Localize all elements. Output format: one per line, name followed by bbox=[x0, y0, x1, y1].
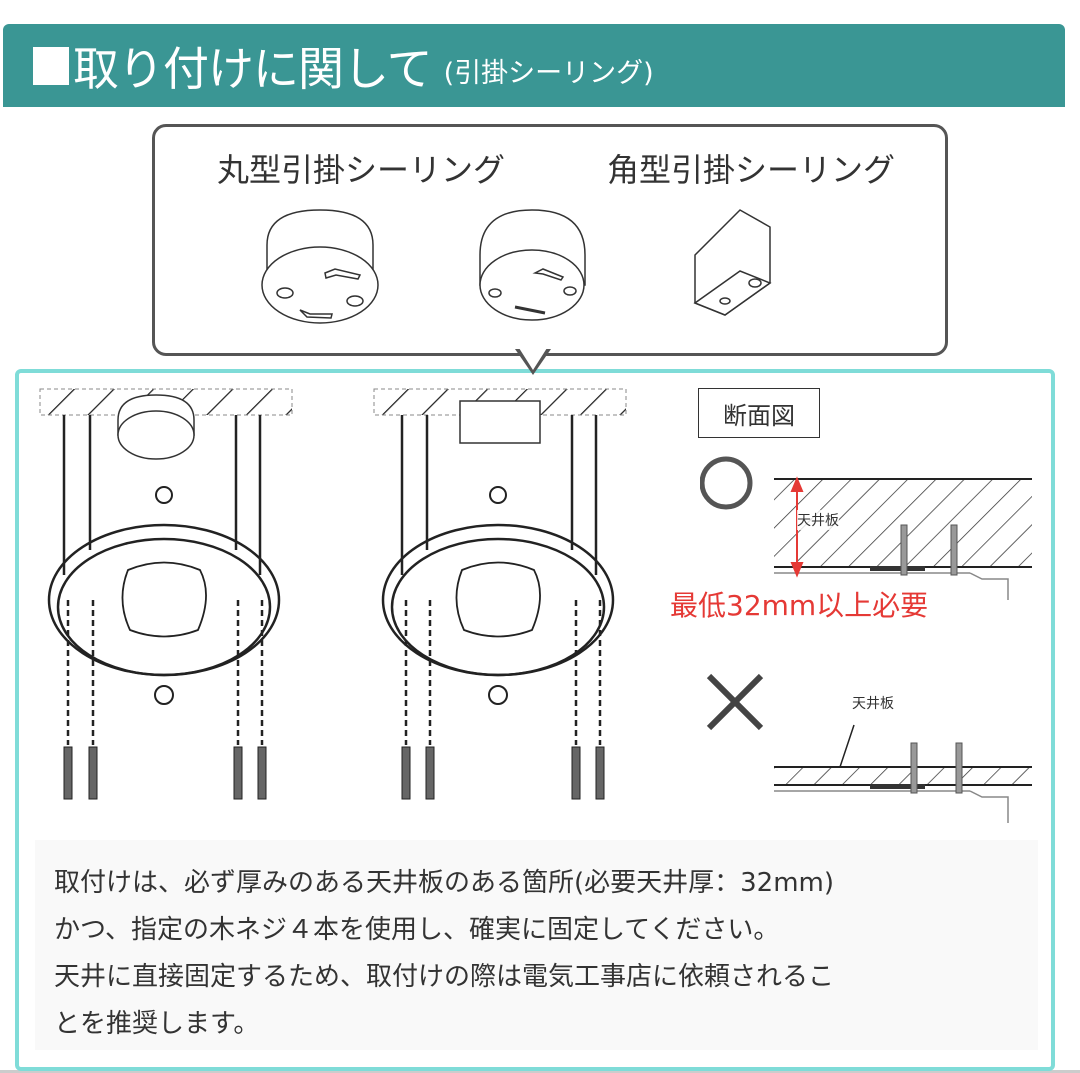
round-ceiling-install-diagram bbox=[39, 388, 293, 800]
note-line-4: とを推奨します。 bbox=[54, 1009, 260, 1039]
ok-circle-icon bbox=[700, 456, 753, 510]
round-ceiling-icon bbox=[479, 209, 586, 321]
header-subtitle: (引掛シーリング) bbox=[443, 58, 654, 89]
header-title: 取り付けに関して bbox=[73, 41, 433, 96]
round-ceiling-label: 丸型引掛シーリング bbox=[217, 151, 506, 189]
ceiling-board-label-ng: 天井板 bbox=[852, 696, 894, 712]
note-line-3: 天井に直接固定するため、取付けの際は電気工事店に依頼されるこ bbox=[54, 962, 835, 992]
note-line-2: かつ、指定の木ネジ４本を使用し、確実に固定してください。 bbox=[54, 915, 780, 945]
ng-cross-icon bbox=[706, 673, 764, 731]
note-line-1: 取付けは、必ず厚みのある天井板のある箇所(必要天井厚：32mm) bbox=[54, 868, 835, 898]
square-ceiling-label: 角型引掛シーリング bbox=[607, 151, 896, 189]
ceiling-types-callout: 丸型引掛シーリング 角型引掛シーリング bbox=[152, 124, 948, 356]
min-thickness-text: 最低32mm以上必要 bbox=[670, 589, 929, 622]
bottom-divider bbox=[0, 1070, 1080, 1073]
section-header: 取り付けに関して (引掛シーリング) bbox=[3, 24, 1065, 107]
square-ceiling-install-diagram bbox=[373, 388, 627, 800]
round-ceiling-icon bbox=[261, 209, 379, 324]
installation-note bbox=[35, 840, 1038, 1050]
square-ceiling-icon bbox=[693, 209, 772, 316]
section-view-label: 断面図 bbox=[698, 388, 820, 438]
thin-ceiling-section bbox=[774, 724, 1032, 823]
square-bullet-icon bbox=[33, 46, 69, 85]
ceiling-board-label: 天井板 bbox=[797, 510, 839, 530]
callout-pointer-inner bbox=[519, 348, 547, 370]
